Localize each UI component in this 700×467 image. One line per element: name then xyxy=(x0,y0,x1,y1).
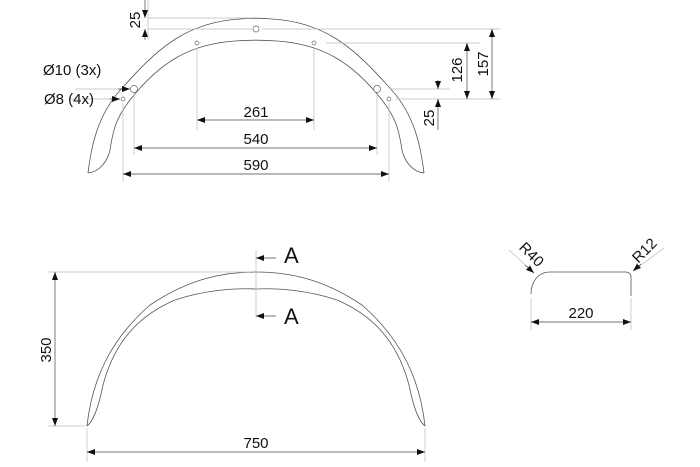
hole-10mm xyxy=(252,25,260,33)
dim-261: 261 xyxy=(243,104,268,121)
dim-126: 126 xyxy=(449,57,466,82)
label-hole-d10: Ø10 (3x) xyxy=(43,62,101,79)
section-label-top: A xyxy=(284,243,299,268)
hole-8mm xyxy=(311,40,317,46)
fender-inner-edge xyxy=(87,39,425,174)
dim-top-thickness: 25 xyxy=(127,12,144,29)
fender-side-view: 25 261 540 590 126 157 25 Ø10 (3x) Ø8 (4… xyxy=(43,0,500,182)
fender-outer-edge xyxy=(87,17,425,174)
radius-r12: R12 xyxy=(629,235,660,266)
dim-height-350: 350 xyxy=(38,337,55,362)
dim-width-220: 220 xyxy=(568,305,593,322)
dim-540: 540 xyxy=(243,131,268,148)
dim-157: 157 xyxy=(475,51,492,76)
radius-r40: R40 xyxy=(515,239,546,270)
dim-side-offset: 25 xyxy=(421,110,438,127)
section-profile xyxy=(530,271,632,296)
hole-8mm xyxy=(386,96,392,102)
label-hole-d8: Ø8 (4x) xyxy=(44,91,94,108)
dim-590: 590 xyxy=(243,157,268,174)
fender-front-view: 350 750 A A xyxy=(38,243,426,462)
hole-8mm xyxy=(120,96,126,102)
hole-10mm xyxy=(373,85,381,93)
dim-width-750: 750 xyxy=(243,435,268,452)
hole-10mm xyxy=(130,85,138,93)
section-view: R40 R12 220 xyxy=(508,235,665,330)
section-label-bottom: A xyxy=(284,304,299,329)
hole-8mm xyxy=(194,40,200,46)
